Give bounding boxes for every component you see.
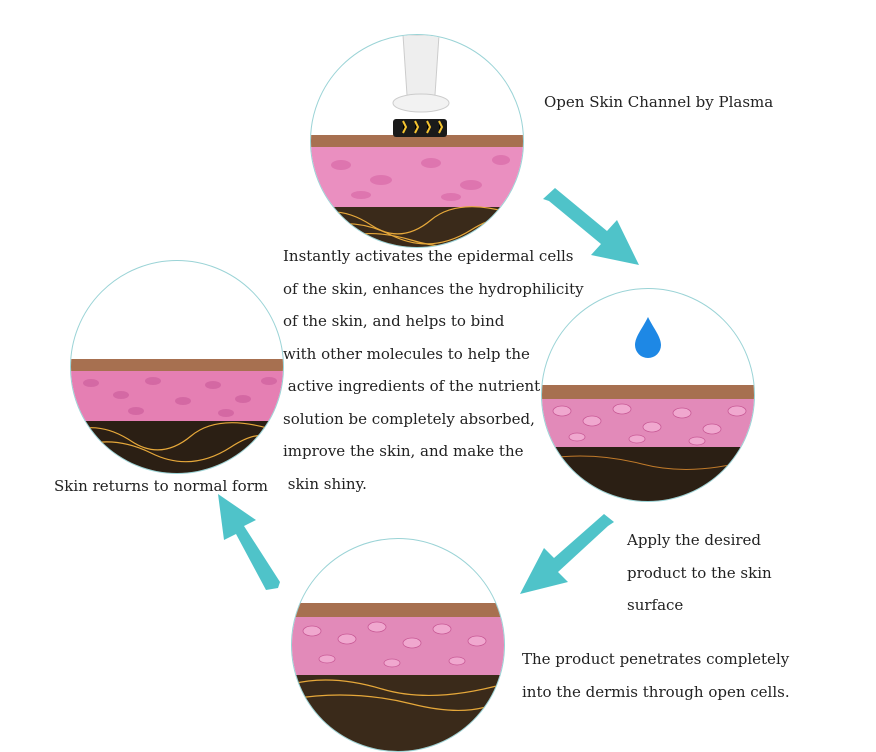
description-line: skin shiny. bbox=[283, 468, 584, 501]
arrow-step3-to-step4-icon bbox=[210, 490, 286, 592]
step2-line: Apply the desired bbox=[627, 524, 772, 557]
description-line: solution be completely absorbed, bbox=[283, 403, 584, 436]
skin-cross-section-plasma bbox=[311, 35, 523, 247]
description-text: Instantly activates the epidermal cells … bbox=[283, 240, 584, 500]
step2-line: surface bbox=[627, 589, 772, 622]
normal-skin-illustration bbox=[70, 260, 284, 474]
description-line: active ingredients of the nutrient bbox=[283, 370, 584, 403]
description-line: with other molecules to help the bbox=[283, 338, 584, 371]
description-line: improve the skin, and make the bbox=[283, 435, 584, 468]
step3-line: The product penetrates completely bbox=[522, 643, 790, 676]
skin-cross-section-normal bbox=[71, 261, 283, 473]
description-line: of the skin, enhances the hydrophilicity bbox=[283, 273, 584, 306]
step3-label: The product penetrates completely into t… bbox=[522, 643, 790, 708]
water-drop-icon bbox=[635, 317, 661, 358]
product-penetration-illustration bbox=[291, 538, 505, 752]
arrow-step2-to-step3-icon bbox=[512, 512, 618, 598]
step1-label: Open Skin Channel by Plasma bbox=[544, 86, 773, 118]
step2-line: product to the skin bbox=[627, 557, 772, 590]
skin-cross-section-penetration bbox=[292, 539, 504, 751]
step2-label: Apply the desired product to the skin su… bbox=[627, 524, 772, 622]
description-line: of the skin, and helps to bind bbox=[283, 305, 584, 338]
step4-label: Skin returns to normal form bbox=[54, 470, 268, 502]
plasma-treatment-illustration bbox=[310, 34, 524, 248]
step3-line: into the dermis through open cells. bbox=[522, 676, 790, 709]
description-line: Instantly activates the epidermal cells bbox=[283, 240, 584, 273]
